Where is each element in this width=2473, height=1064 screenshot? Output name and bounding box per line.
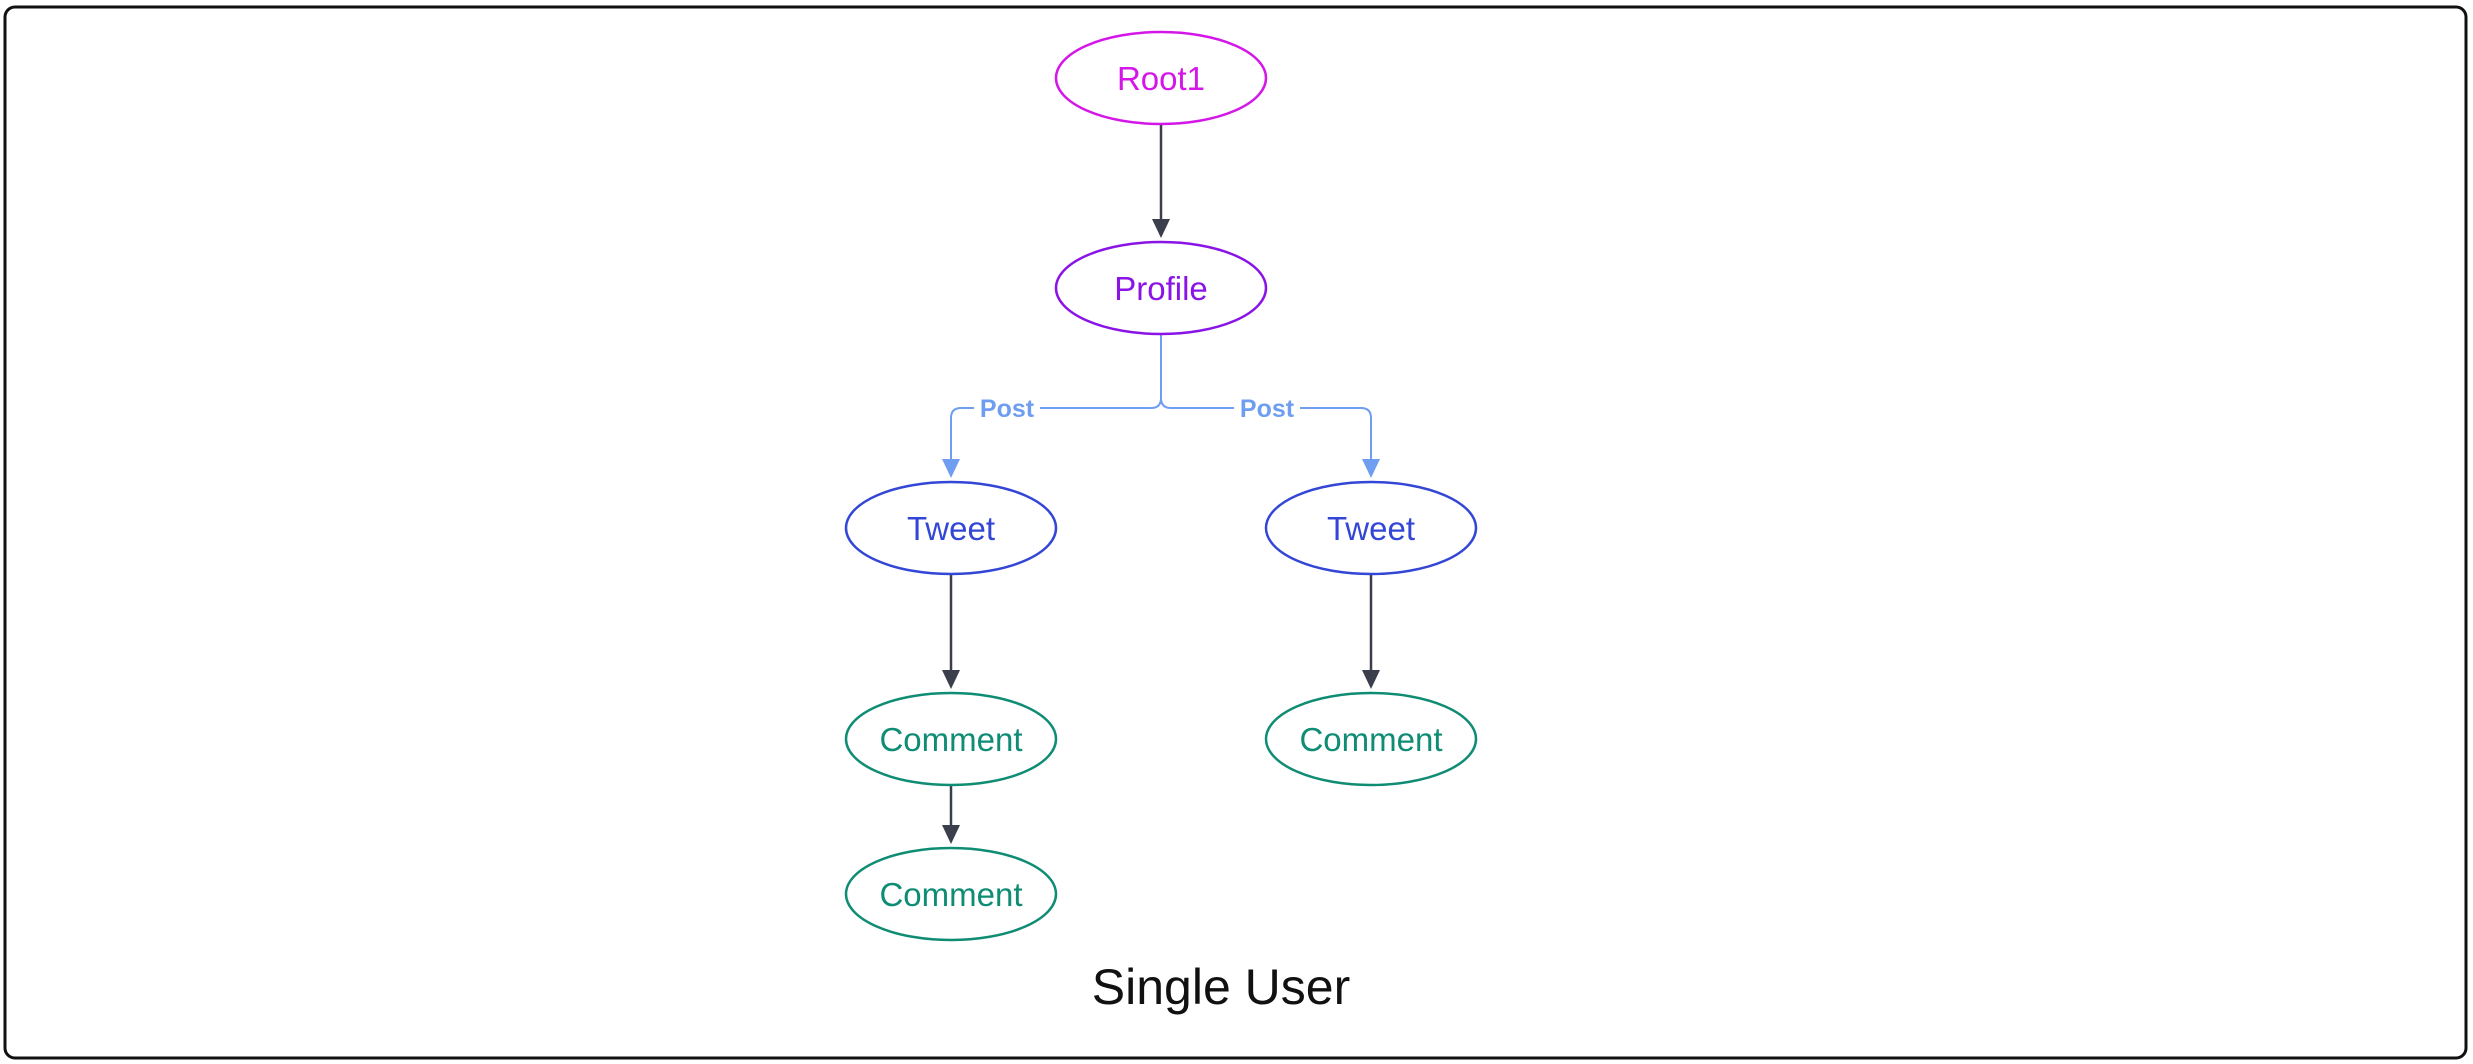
- node-comment-left-1-label: Comment: [879, 721, 1022, 758]
- node-tweet-left: Tweet: [844, 480, 1058, 576]
- node-comment-left-2: Comment: [844, 846, 1058, 942]
- node-profile-label: Profile: [1114, 270, 1208, 307]
- node-root1: Root1: [1054, 30, 1268, 126]
- diagram-caption: Single User: [1092, 959, 1350, 1015]
- edge-tweet-left-comment: [942, 574, 960, 689]
- edge-label-post-left: Post: [980, 395, 1035, 423]
- node-comment-right-1: Comment: [1264, 691, 1478, 787]
- edge-root1-profile: [1152, 125, 1170, 238]
- node-tweet-left-label: Tweet: [907, 510, 995, 547]
- edge-comment-left-comment: [942, 785, 960, 844]
- node-comment-left-1: Comment: [844, 691, 1058, 787]
- edge-profile-tweet-right: [1160, 397, 1380, 478]
- edge-label-post-right: Post: [1240, 395, 1295, 423]
- node-tweet-right: Tweet: [1264, 480, 1478, 576]
- node-comment-left-2-label: Comment: [879, 876, 1022, 913]
- diagram-frame: [3, 5, 2468, 1060]
- edge-tweet-right-comment: [1362, 574, 1380, 689]
- node-comment-right-1-label: Comment: [1299, 721, 1442, 758]
- node-tweet-right-label: Tweet: [1327, 510, 1415, 547]
- edge-profile-tweet-left: [942, 334, 1162, 478]
- node-profile: Profile: [1054, 240, 1268, 336]
- node-root1-label: Root1: [1117, 60, 1205, 97]
